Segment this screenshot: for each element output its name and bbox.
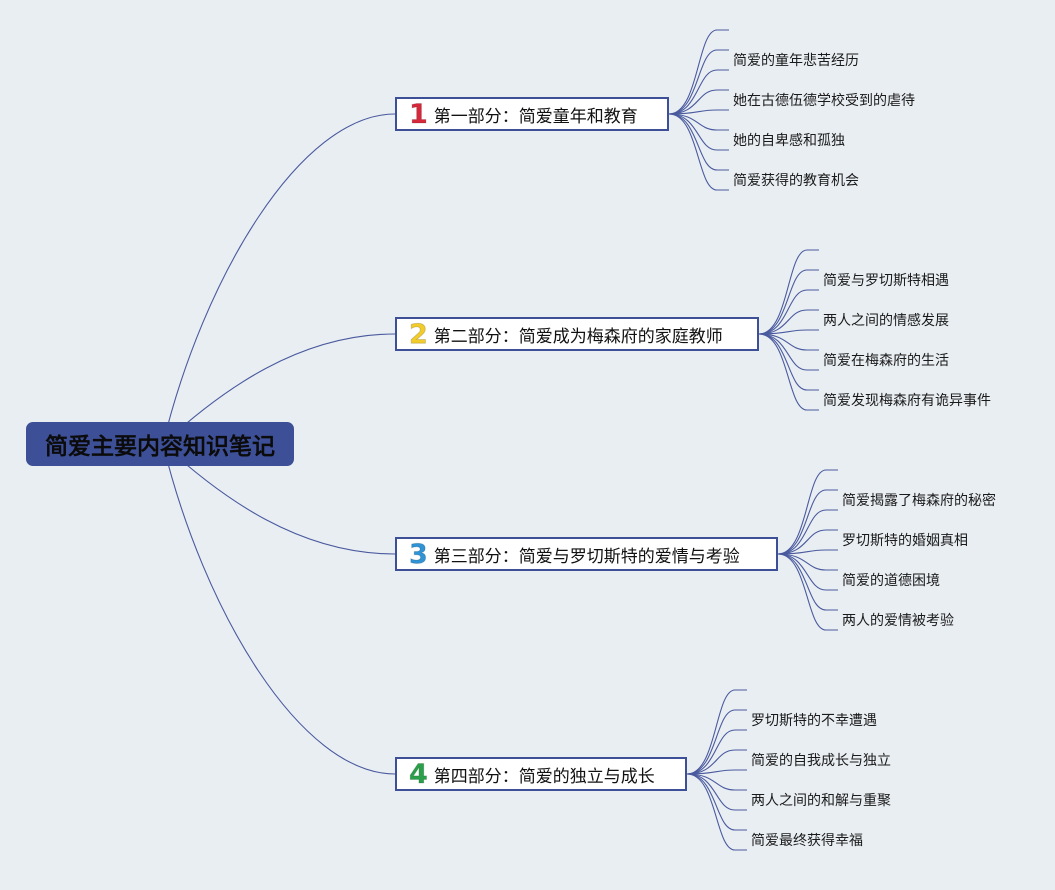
branch-to-leaf-link <box>777 529 838 555</box>
branch-to-leaf-link <box>686 769 747 775</box>
branch-to-leaf-link <box>668 113 729 191</box>
root-topic[interactable]: 简爱主要内容知识笔记 <box>26 422 294 466</box>
branch-to-leaf-link <box>668 69 729 115</box>
leaf-topic[interactable]: 简爱的道德困境 <box>842 573 940 589</box>
branch-to-leaf-link <box>758 289 819 335</box>
branch-to-leaf-link <box>777 489 838 555</box>
branch-to-leaf-link <box>758 309 819 335</box>
branch-to-leaf-link <box>668 49 729 115</box>
branch-to-leaf-link <box>686 773 747 851</box>
branch-to-leaf-link <box>777 553 838 591</box>
root-to-branch-link <box>162 113 396 445</box>
leaf-topic[interactable]: 两人的爱情被考验 <box>842 613 954 629</box>
branch-to-leaf-link <box>668 113 729 131</box>
leaf-topic[interactable]: 两人之间的和解与重聚 <box>751 793 891 809</box>
leaf-topic[interactable]: 简爱与罗切斯特相遇 <box>823 273 949 289</box>
number-badge-1: 1 <box>409 98 429 130</box>
leaf-topic[interactable]: 她的自卑感和孤独 <box>733 133 845 149</box>
branch-to-leaf-link <box>777 509 838 555</box>
leaf-topic[interactable]: 简爱的童年悲苦经历 <box>733 53 859 69</box>
root-title: 简爱主要内容知识笔记 <box>45 434 275 460</box>
branch-to-leaf-link <box>777 553 838 631</box>
branch-to-leaf-link <box>668 29 729 115</box>
number-badge-2: 2 <box>409 318 429 350</box>
branch-to-leaf-link <box>777 553 838 571</box>
branch-label-3: 第三部分：简爱与罗切斯特的爱情与考验 <box>433 546 740 567</box>
leaf-topic[interactable]: 她在古德伍德学校受到的虐待 <box>733 93 915 109</box>
branch-to-leaf-link <box>668 113 729 171</box>
branch-to-leaf-link <box>686 729 747 775</box>
branch-label-4: 第四部分：简爱的独立与成长 <box>433 766 655 787</box>
branch-to-leaf-link <box>758 333 819 411</box>
branch-to-leaf-link <box>777 549 838 555</box>
branch-to-leaf-link <box>686 773 747 831</box>
leaf-topic[interactable]: 罗切斯特的不幸遭遇 <box>751 713 877 729</box>
leaf-topic[interactable]: 两人之间的情感发展 <box>823 313 949 329</box>
branch-to-leaf-link <box>758 329 819 335</box>
branch-to-leaf-link <box>758 333 819 391</box>
branch-label-1: 第一部分：简爱童年和教育 <box>433 106 638 127</box>
leaf-topic[interactable]: 简爱获得的教育机会 <box>733 173 859 189</box>
branch-to-leaf-link <box>668 89 729 115</box>
leaf-topic[interactable]: 简爱发现梅森府有诡异事件 <box>823 393 991 409</box>
branch-to-leaf-link <box>686 709 747 775</box>
branch-topic-4[interactable]: 4 第四部分：简爱的独立与成长 <box>395 757 687 791</box>
branch-topic-3[interactable]: 3 第三部分：简爱与罗切斯特的爱情与考验 <box>395 537 778 571</box>
branch-to-leaf-link <box>686 773 747 811</box>
branch-to-leaf-link <box>686 749 747 775</box>
branch-to-leaf-link <box>686 773 747 791</box>
branch-label-2: 第二部分：简爱成为梅森府的家庭教师 <box>433 326 723 347</box>
leaf-topic[interactable]: 罗切斯特的婚姻真相 <box>842 533 968 549</box>
leaf-topic[interactable]: 简爱最终获得幸福 <box>751 833 863 849</box>
branch-to-leaf-link <box>686 689 747 775</box>
leaf-topic[interactable]: 简爱揭露了梅森府的秘密 <box>842 493 996 509</box>
number-badge-3: 3 <box>409 538 429 570</box>
branch-to-leaf-link <box>668 113 729 151</box>
branch-to-leaf-link <box>777 553 838 611</box>
branch-topic-1[interactable]: 1 第一部分：简爱童年和教育 <box>395 97 669 131</box>
branch-to-leaf-link <box>758 269 819 335</box>
branch-to-leaf-link <box>758 333 819 351</box>
leaf-topic[interactable]: 简爱在梅森府的生活 <box>823 353 949 369</box>
branch-to-leaf-link <box>758 249 819 335</box>
leaf-topic[interactable]: 简爱的自我成长与独立 <box>751 753 891 769</box>
branch-to-leaf-link <box>668 109 729 115</box>
root-to-branch-link <box>162 443 396 775</box>
branch-to-leaf-link <box>758 333 819 371</box>
branch-topic-2[interactable]: 2 第二部分：简爱成为梅森府的家庭教师 <box>395 317 759 351</box>
branch-to-leaf-link <box>777 469 838 555</box>
number-badge-4: 4 <box>409 758 429 790</box>
